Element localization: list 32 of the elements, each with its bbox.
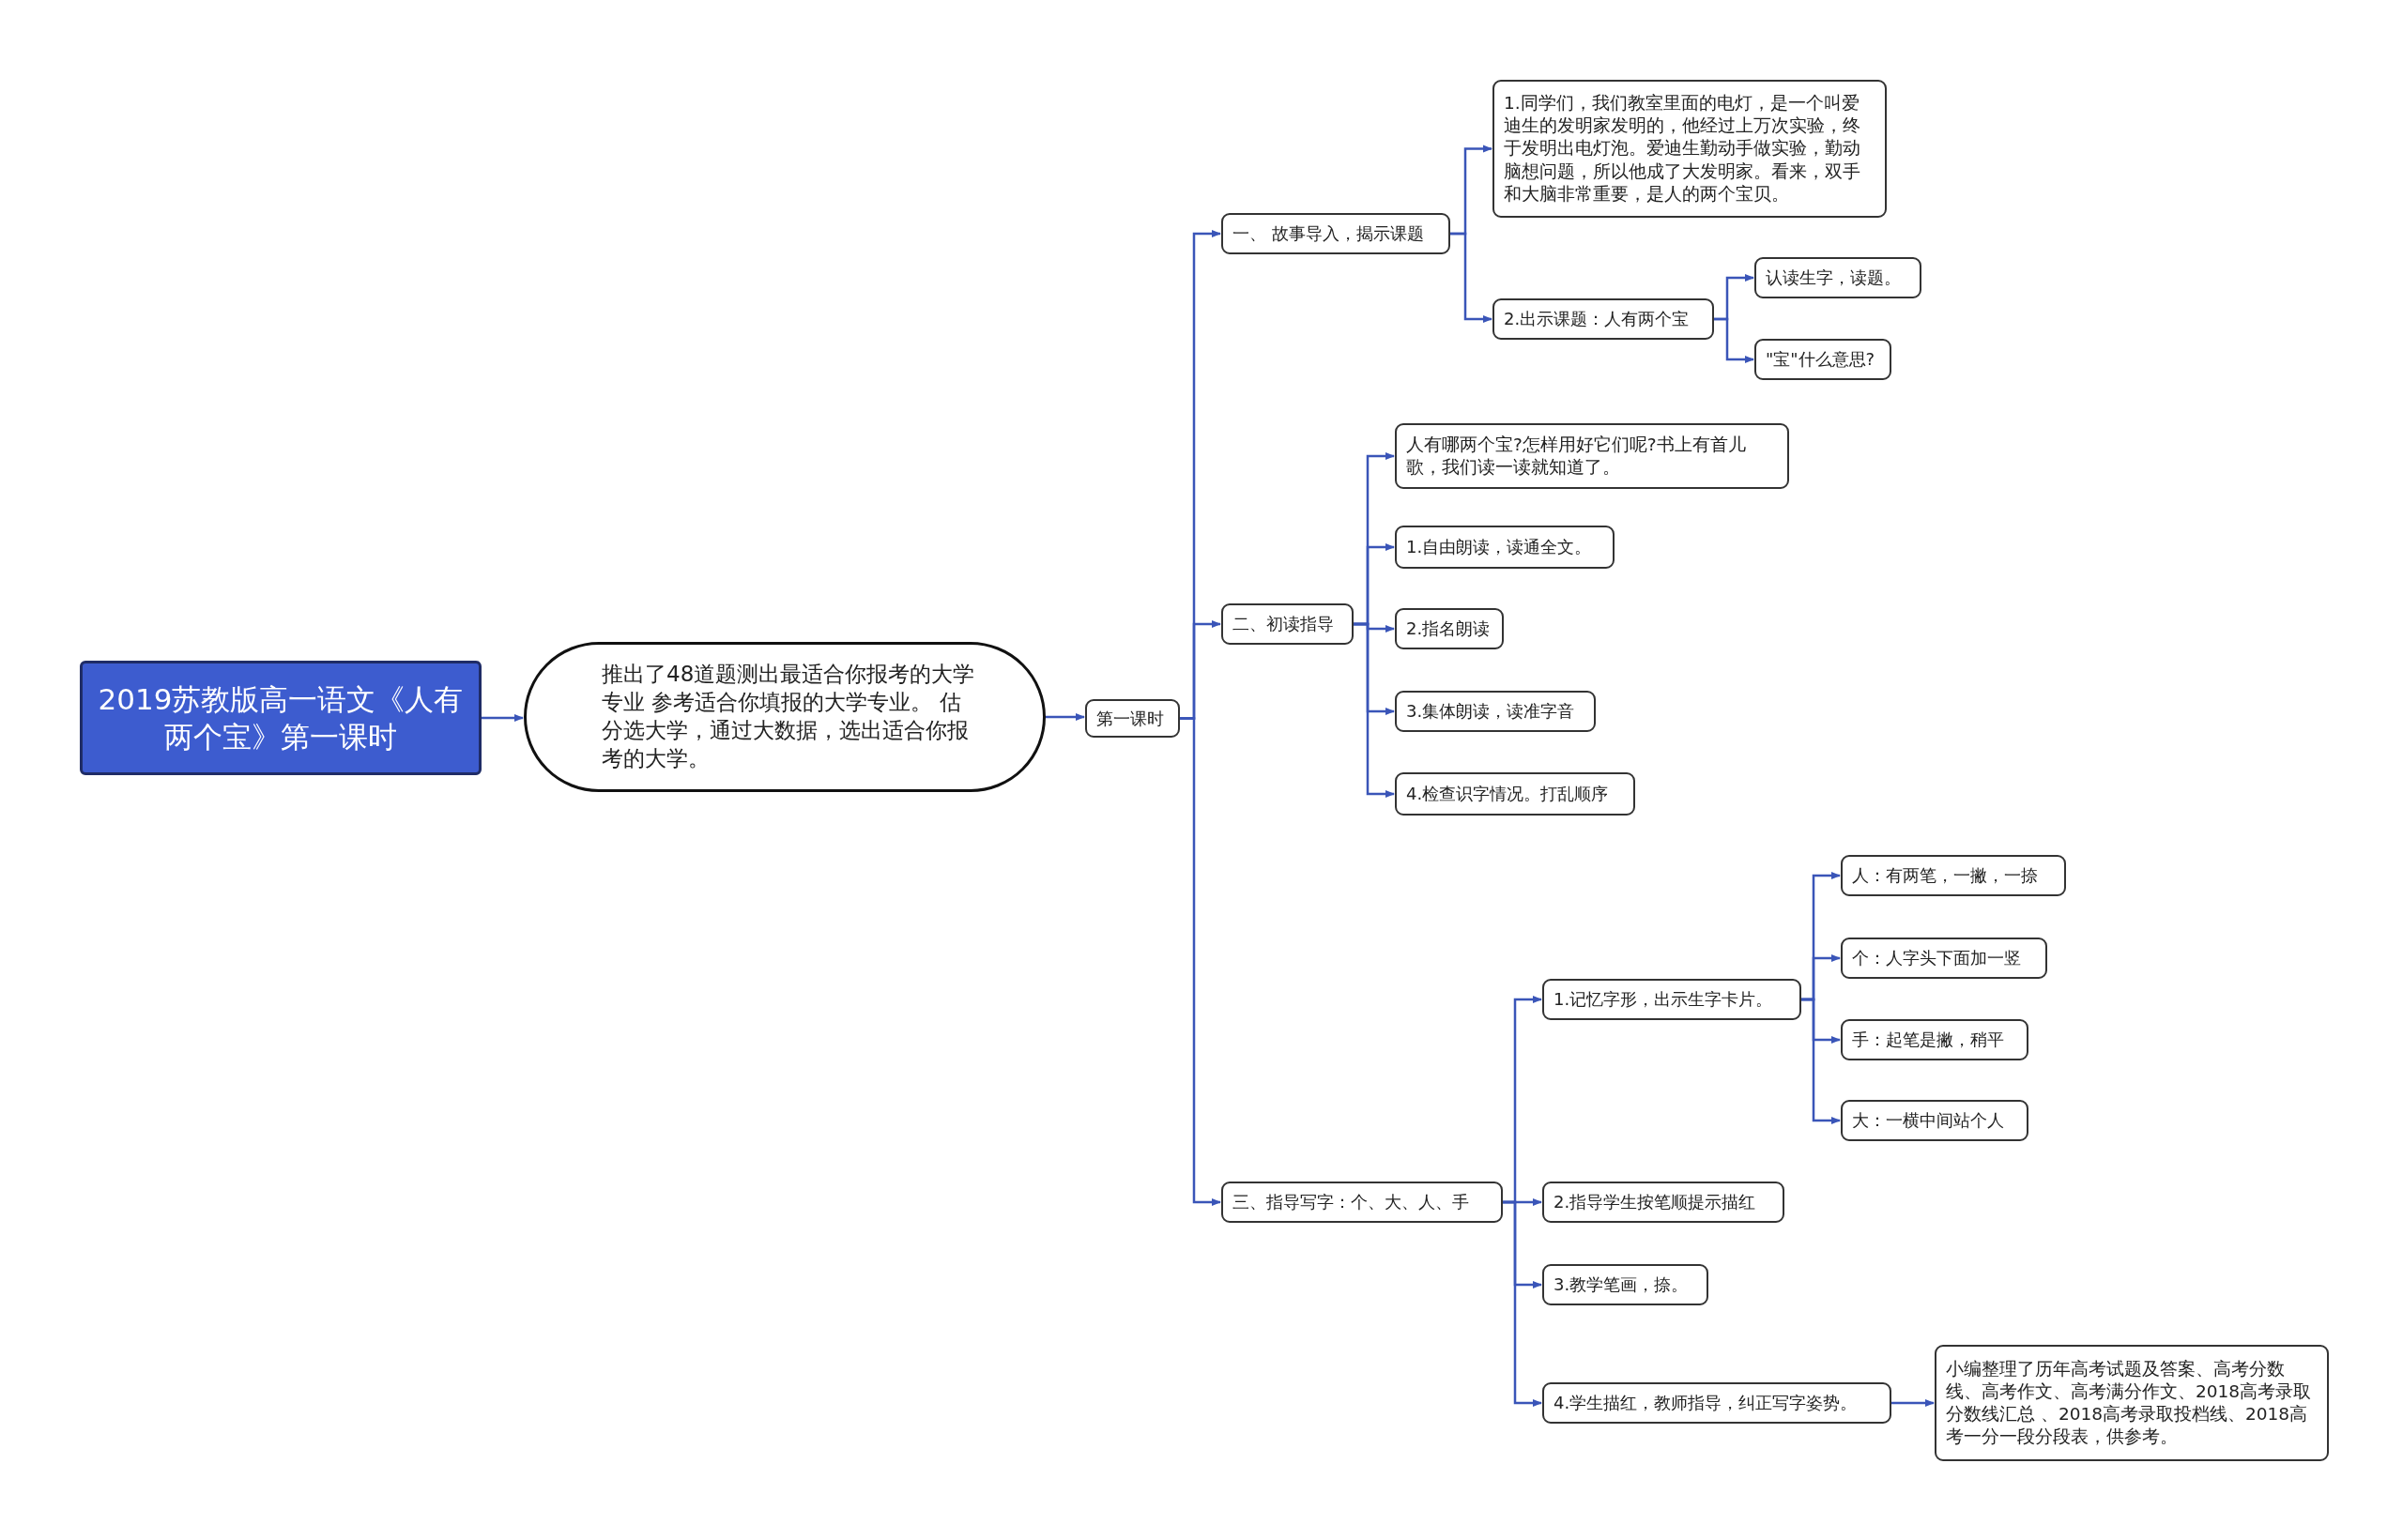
- topic-box: 小编整理了历年高考试题及答案、高考分数线、高考作文、高考满分作文、2018高考录取分数线汇总 、2018高考录取投档线、2018高考一分一段分段表，供参考。: [1935, 1345, 2329, 1461]
- topic-box: 4.检查识字情况。打乱顺序: [1395, 772, 1635, 816]
- topic-box: 2.出示课题：人有两个宝: [1492, 298, 1714, 340]
- topic-box: 3.教学笔画，捺。: [1542, 1264, 1708, 1305]
- connector-arrow: [1450, 232, 1492, 323]
- topic-box: 3.集体朗读，读准字音: [1395, 691, 1596, 732]
- title-box: 2019苏教版高一语文《人有两个宝》第一课时: [80, 661, 482, 775]
- connector-arrow: [1503, 1200, 1542, 1407]
- topic-box: 一、 故事导入，揭示课题: [1221, 213, 1450, 254]
- topic-box: 大：一横中间站个人: [1841, 1100, 2028, 1141]
- connector-arrow: [1891, 1399, 1935, 1407]
- topic-box: 认读生字，读题。: [1754, 257, 1921, 298]
- connector-arrow: [1801, 998, 1841, 1124]
- topic-box: 人有哪两个宝?怎样用好它们呢?书上有首儿歌，我们读一读就知道了。: [1395, 423, 1789, 489]
- connector-arrow: [1354, 622, 1395, 798]
- topic-box: 人：有两笔，一撇，一捺: [1841, 855, 2066, 896]
- topic-box: 个：人字头下面加一竖: [1841, 938, 2047, 979]
- connector-arrow: [1180, 717, 1221, 1206]
- topic-box: 三、指导写字：个、大、人、手: [1221, 1182, 1503, 1223]
- topic-box: 2.指名朗读: [1395, 608, 1504, 649]
- topic-box: 2.指导学生按笔顺提示描红: [1542, 1182, 1784, 1223]
- topic-box: 1.同学们，我们教室里面的电灯，是一个叫爱迪生的发明家发明的，他经过上万次实验，终于发明出电灯泡。爱迪生勤动手做实验，勤动脑想问题，所以他成了大发明家。看来，双手和大脑非常重要，是人的两个宝贝。: [1492, 80, 1887, 218]
- connector-arrow: [482, 714, 524, 722]
- topic-box: 二、初读指导: [1221, 603, 1354, 645]
- topic-box: 手：起笔是撇，稍平: [1841, 1019, 2028, 1060]
- topic-box: 4.学生描红，教师指导，纠正写字姿势。: [1542, 1382, 1891, 1424]
- connector-arrow: [1714, 317, 1754, 363]
- connector-arrow: [1046, 713, 1085, 721]
- topic-box: 1.自由朗读，读通全文。: [1395, 526, 1615, 569]
- topic-box: 第一课时: [1085, 699, 1180, 738]
- topic-box: 1.记忆字形，出示生字卡片。: [1542, 979, 1801, 1020]
- topic-box: "宝"什么意思?: [1754, 339, 1891, 380]
